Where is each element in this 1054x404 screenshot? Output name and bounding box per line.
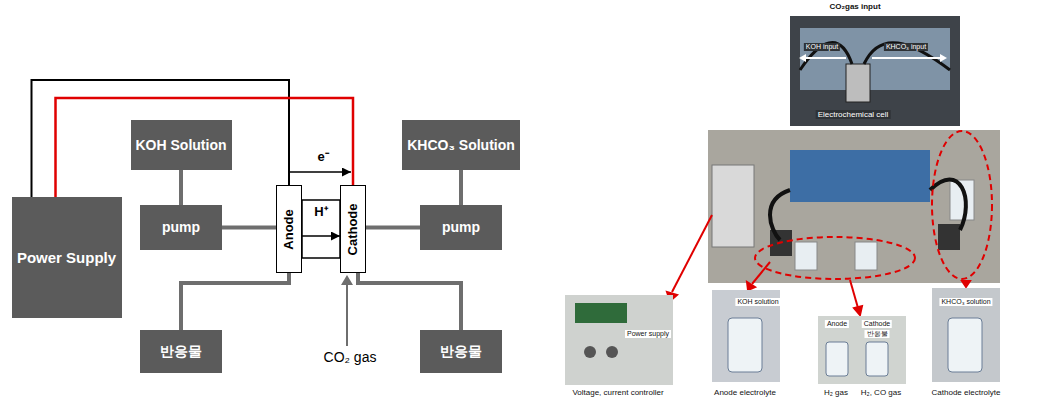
input-arrow xyxy=(872,57,940,59)
pointer-arrowhead xyxy=(962,281,970,287)
membrane-box xyxy=(302,200,340,258)
pointer-arrow xyxy=(850,280,858,308)
photo-power-supply xyxy=(565,295,673,385)
flow-line xyxy=(179,170,183,205)
flow-line xyxy=(222,226,276,230)
photo-caption: H₂ gas xyxy=(822,388,850,397)
input-arrow xyxy=(806,57,846,59)
power-wire xyxy=(56,98,354,197)
photo-bottle xyxy=(855,242,877,270)
node-text: pump xyxy=(442,219,480,235)
photo-setup xyxy=(708,130,1000,283)
photo-power-unit xyxy=(712,165,754,247)
flow-line xyxy=(459,170,463,205)
input-arrowhead xyxy=(799,54,806,62)
product-box: 반응물 xyxy=(420,330,502,373)
photo-label: KHCO₃ input xyxy=(884,43,928,51)
photo-label: Power supply xyxy=(625,330,671,338)
node-text: pump xyxy=(162,219,200,235)
photo-cell-body xyxy=(846,64,870,102)
photo-label: Cathode xyxy=(862,320,892,328)
edge-label: H⁺ xyxy=(312,205,329,220)
photo-bench xyxy=(790,150,930,202)
node-text: Anode xyxy=(282,209,297,249)
photo-pump xyxy=(938,224,960,250)
photo-caption: Cathode electrolyte xyxy=(930,388,1003,397)
highlight-ellipse xyxy=(755,237,915,279)
photo-knob xyxy=(584,346,596,358)
pump-box: pump xyxy=(140,205,222,250)
photo-label: 반응물 xyxy=(865,330,890,338)
flow-line xyxy=(181,273,289,330)
photo-bottle xyxy=(866,342,888,376)
flow-arrow xyxy=(289,172,351,185)
gas-label: CO₂ gas xyxy=(322,349,379,365)
photo-bottle xyxy=(728,318,762,372)
power-supply-box: Power Supply xyxy=(12,197,122,318)
gas-arrow xyxy=(346,283,348,346)
photo-bottle xyxy=(795,242,817,270)
photo-label: Anode xyxy=(825,320,849,328)
photo-gas xyxy=(818,316,906,384)
node-text: KOH Solution xyxy=(136,137,227,153)
photo-label: KOH input xyxy=(804,43,840,51)
solution-box: KOH Solution xyxy=(131,120,232,170)
pointer-arrow xyxy=(752,262,770,284)
flow-arrow xyxy=(302,235,340,237)
photo-display xyxy=(575,303,627,323)
node-text: KHCO₃ Solution xyxy=(407,137,515,153)
input-arrowhead xyxy=(940,54,947,62)
node-text: Cathode xyxy=(346,203,361,255)
edge-label: e⁻ xyxy=(315,150,330,165)
solution-box: KHCO₃ Solution xyxy=(402,120,520,170)
photo-title: CO₂gas input xyxy=(827,2,882,11)
photo-bottle xyxy=(826,342,848,376)
photo-caption: Voltage, current controller xyxy=(570,388,665,397)
flow-line xyxy=(366,226,420,230)
pointer-arrowhead xyxy=(747,282,755,290)
photo-caption: Anode electrolyte xyxy=(712,388,778,397)
photo-label: KOH solution xyxy=(735,298,780,306)
photo-label: Electrochemical cell xyxy=(816,110,891,119)
electrode-box: Anode xyxy=(276,185,302,273)
product-box: 반응물 xyxy=(140,330,222,373)
photo-panel xyxy=(800,28,950,90)
gas-arrowhead xyxy=(341,275,353,285)
flow-line xyxy=(358,273,461,330)
node-text: 반응물 xyxy=(160,343,202,359)
photo-koh xyxy=(712,290,780,382)
pump-box: pump xyxy=(420,205,502,250)
node-text: Power Supply xyxy=(17,249,116,266)
photo-bottle xyxy=(948,318,982,372)
photo-tube xyxy=(800,43,950,70)
photo-caption: H₂, CO gas xyxy=(859,388,903,397)
photo-knob xyxy=(606,346,618,358)
electrode-box: Cathode xyxy=(340,185,366,273)
photo-tube xyxy=(770,179,966,240)
photo-cell xyxy=(790,16,960,126)
highlight-ellipse xyxy=(932,131,992,279)
photo-khco3 xyxy=(932,288,1000,382)
node-text: 반응물 xyxy=(440,343,482,359)
pointer-arrowhead xyxy=(854,306,862,315)
pointer-arrow xyxy=(672,215,712,292)
photo-label: KHCO₃ solution xyxy=(939,298,992,306)
